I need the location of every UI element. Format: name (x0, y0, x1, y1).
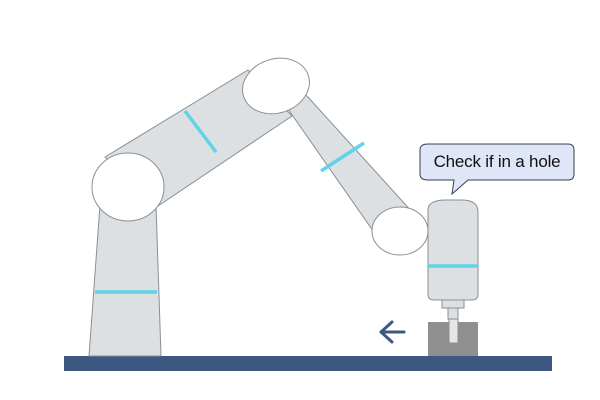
base-plate (64, 356, 552, 371)
shoulder-joint (91, 152, 165, 222)
forearm-accent-ring (320, 141, 365, 173)
tool-peg (447, 307, 459, 320)
callout-text: Check if in a hole (433, 151, 561, 171)
upper-arm-accent-ring (183, 109, 218, 154)
callout-bubble (419, 143, 575, 196)
elbow-joint (242, 57, 310, 115)
wrist-joint (371, 206, 429, 256)
tool-flange (441, 299, 465, 309)
tool-head (427, 199, 479, 301)
robot-base-link (88, 204, 162, 357)
arrow-left-icon (379, 320, 406, 344)
block-hole (448, 318, 459, 344)
